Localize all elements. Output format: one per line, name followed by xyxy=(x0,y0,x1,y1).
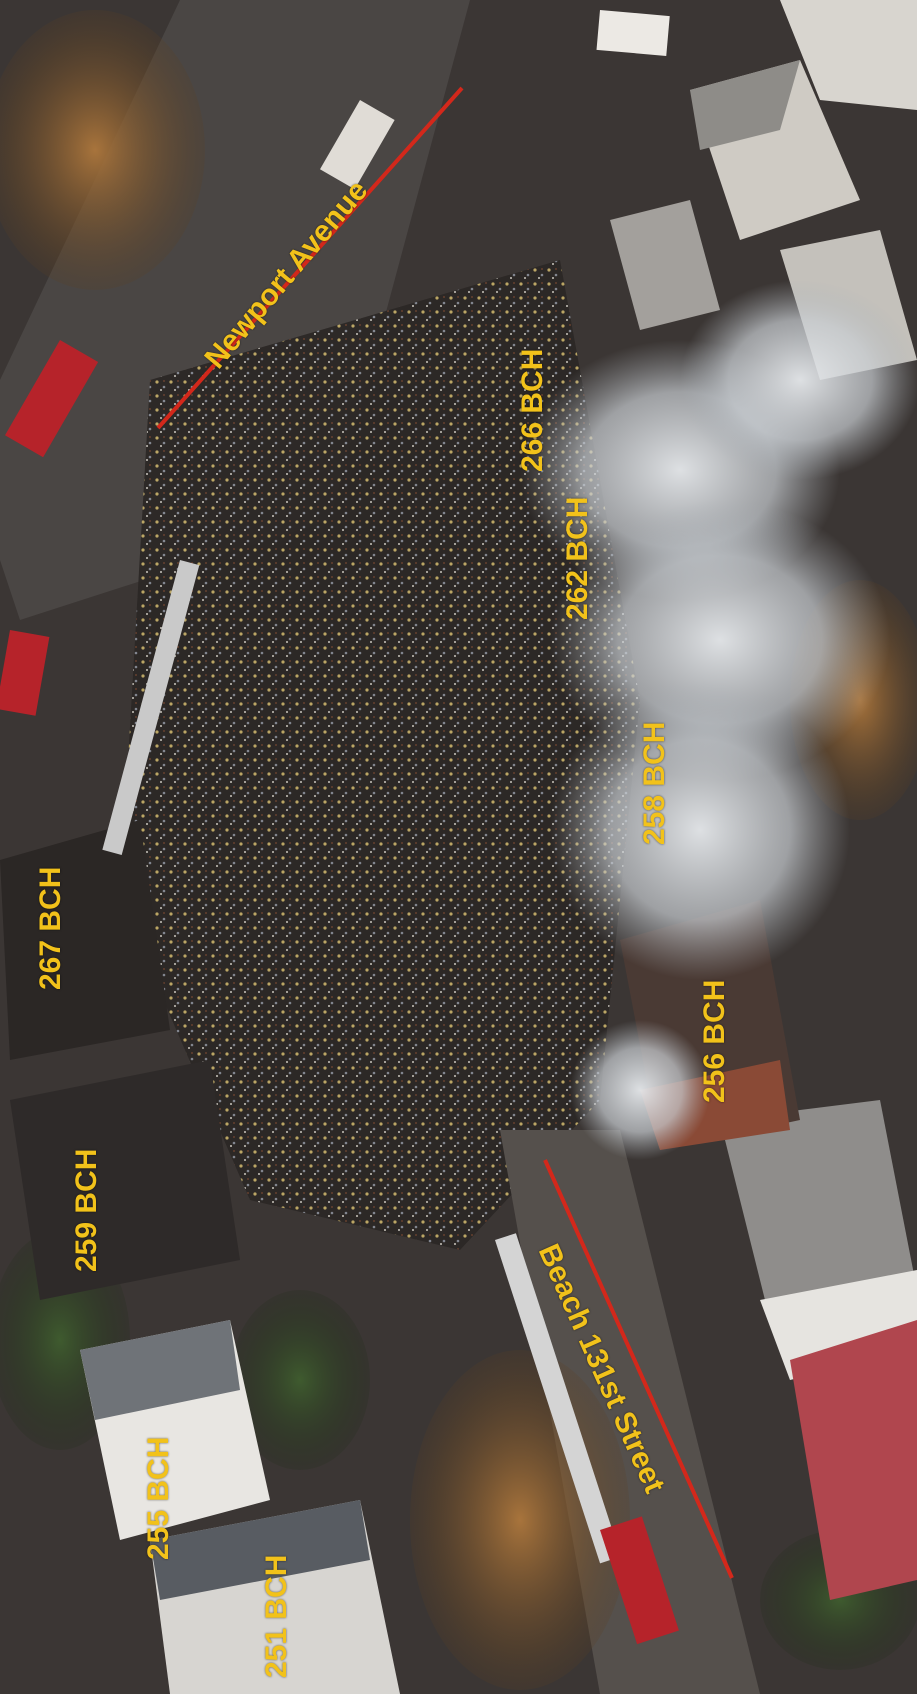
fire-truck-left-2 xyxy=(0,630,50,716)
lot-258-label: 258 BCH xyxy=(638,721,671,845)
house-top-right-3 xyxy=(610,200,720,330)
lot-266-label: 266 BCH xyxy=(516,348,549,472)
fire-truck-left xyxy=(5,340,99,458)
beach-131st-street-line xyxy=(543,1159,734,1579)
smoke-plume-3 xyxy=(550,680,850,980)
smoke-plume-5 xyxy=(570,1020,710,1160)
debris-field xyxy=(120,260,640,1250)
aerial-ladder-left xyxy=(102,560,200,855)
lot-255-label: 255 BCH xyxy=(142,1436,175,1560)
tree-center-lower xyxy=(230,1290,370,1470)
lot-267-label: 267 BCH xyxy=(34,866,67,990)
house-267-ruin xyxy=(0,820,170,1060)
newport-avenue-line xyxy=(156,86,464,430)
lot-262-label: 262 BCH xyxy=(561,496,594,620)
lot-259-label: 259 BCH xyxy=(70,1148,103,1272)
house-251-roof xyxy=(150,1500,370,1600)
house-255-roof xyxy=(80,1320,240,1420)
house-259-ruin xyxy=(10,1060,240,1300)
house-top-right-1-roof xyxy=(690,60,800,150)
house-top-right-corner xyxy=(780,0,917,110)
smoke-plume-4 xyxy=(680,280,917,480)
lot-251-label: 251 BCH xyxy=(260,1554,293,1678)
truck-top xyxy=(320,100,395,190)
house-right-red-roof xyxy=(790,1320,917,1600)
beach-131st-street-road xyxy=(500,1130,760,1694)
truck-top-right xyxy=(596,10,670,56)
aerial-ladder-bottom xyxy=(495,1233,621,1564)
house-right-gray xyxy=(720,1100,917,1320)
fire-truck-bottom xyxy=(600,1516,679,1645)
tree-top-left xyxy=(0,10,205,290)
lot-256-label: 256 BCH xyxy=(698,979,731,1103)
